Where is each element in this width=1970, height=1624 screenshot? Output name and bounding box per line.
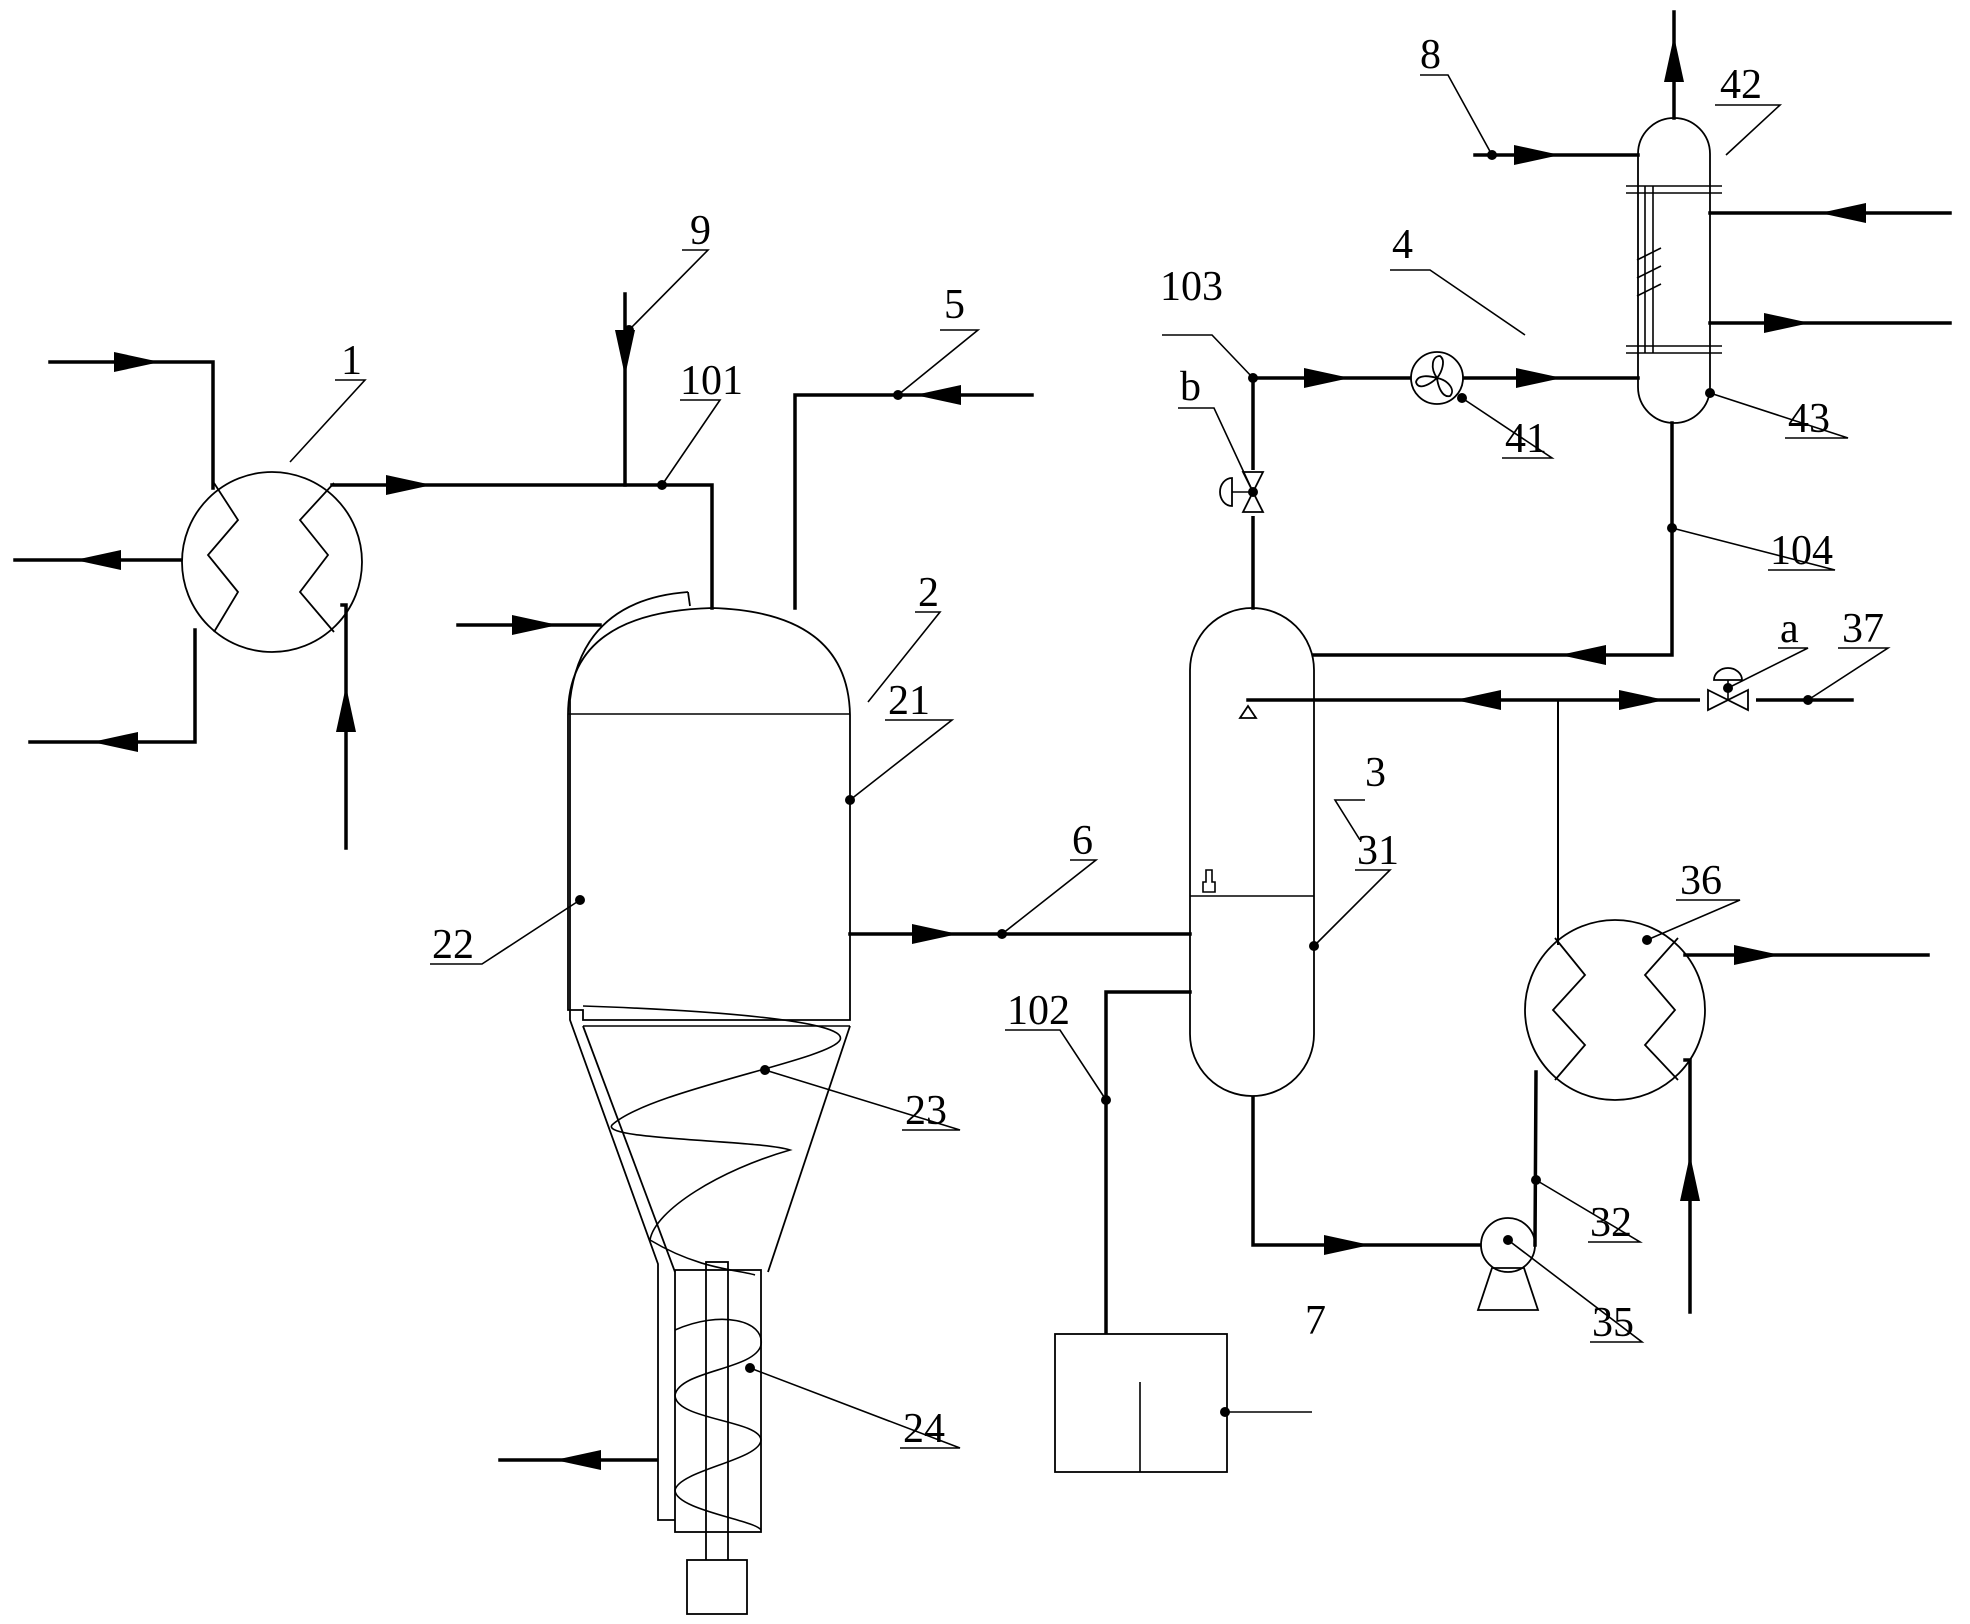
label-37: 37 bbox=[1842, 606, 1884, 652]
label-22: 22 bbox=[432, 922, 474, 968]
flow-arrow bbox=[1734, 945, 1780, 965]
label-31: 31 bbox=[1357, 828, 1399, 874]
label-a: a bbox=[1780, 606, 1799, 652]
flow-arrow bbox=[1764, 313, 1810, 333]
leader-lines bbox=[289, 74, 1891, 1449]
label-101: 101 bbox=[680, 358, 743, 404]
flow-arrow bbox=[1560, 645, 1606, 665]
column-bottoms-piping bbox=[1251, 1096, 1482, 1255]
label-8: 8 bbox=[1420, 32, 1441, 78]
label-7: 7 bbox=[1305, 1298, 1326, 1344]
line-5 bbox=[793, 385, 1034, 610]
flow-arrow bbox=[1324, 1235, 1370, 1255]
screw-conveyor-23 bbox=[582, 1005, 842, 1276]
label-5: 5 bbox=[944, 282, 965, 328]
flow-arrow bbox=[92, 732, 138, 752]
line-6 bbox=[848, 924, 1192, 944]
label-2: 2 bbox=[918, 570, 939, 616]
flow-arrow bbox=[75, 550, 121, 570]
pump-35 bbox=[1476, 1070, 1540, 1311]
reactor-vessel-2 bbox=[456, 591, 851, 1521]
label-103: 103 bbox=[1160, 264, 1223, 310]
label-1: 1 bbox=[341, 338, 362, 384]
valve-b bbox=[1219, 470, 1265, 516]
fan-41 bbox=[1410, 351, 1464, 405]
line-102-to-tank-7 bbox=[1054, 990, 1228, 1473]
line-37-recycle bbox=[1246, 690, 1854, 710]
flow-arrow bbox=[1304, 368, 1350, 388]
flow-arrow bbox=[915, 385, 961, 405]
label-3: 3 bbox=[1365, 750, 1386, 796]
label-21: 21 bbox=[888, 678, 930, 724]
labels: 1 9 101 5 2 21 22 23 24 6 102 7 3 31 32 … bbox=[341, 32, 1884, 1452]
label-32: 32 bbox=[1590, 1200, 1632, 1246]
label-42: 42 bbox=[1720, 62, 1762, 108]
flow-arrow bbox=[1680, 1155, 1700, 1201]
flow-arrow bbox=[1619, 690, 1665, 710]
label-6: 6 bbox=[1072, 818, 1093, 864]
flow-arrow bbox=[114, 352, 160, 372]
label-4: 4 bbox=[1392, 222, 1413, 268]
label-43: 43 bbox=[1788, 396, 1830, 442]
flow-arrow bbox=[1455, 690, 1501, 710]
label-36: 36 bbox=[1680, 858, 1722, 904]
label-102: 102 bbox=[1007, 988, 1070, 1034]
flow-arrow bbox=[912, 924, 958, 944]
label-23: 23 bbox=[905, 1088, 947, 1134]
flow-arrow bbox=[1514, 145, 1560, 165]
label-41: 41 bbox=[1505, 416, 1547, 462]
flow-arrow bbox=[555, 1450, 601, 1470]
flow-arrow bbox=[1664, 36, 1684, 82]
condenser-42 bbox=[1473, 10, 1952, 424]
flow-arrow bbox=[1820, 203, 1866, 223]
label-9: 9 bbox=[690, 208, 711, 254]
flow-arrow bbox=[615, 330, 635, 376]
label-24: 24 bbox=[903, 1406, 945, 1452]
line-104 bbox=[1312, 421, 1674, 665]
flow-arrow bbox=[1516, 368, 1562, 388]
label-104: 104 bbox=[1770, 528, 1833, 574]
line-103 bbox=[1251, 368, 1640, 610]
label-35: 35 bbox=[1592, 1300, 1634, 1346]
heat-exchanger-1 bbox=[181, 471, 363, 653]
flow-arrow bbox=[386, 475, 432, 495]
screw-conveyor-24 bbox=[498, 1261, 762, 1615]
label-b: b bbox=[1180, 364, 1201, 410]
flow-arrow bbox=[336, 686, 356, 732]
heat-exchanger-36 bbox=[1524, 700, 1930, 1314]
exchanger-1-piping bbox=[13, 292, 714, 850]
separation-column-3 bbox=[1189, 607, 1315, 1097]
flow-arrow bbox=[512, 615, 558, 635]
